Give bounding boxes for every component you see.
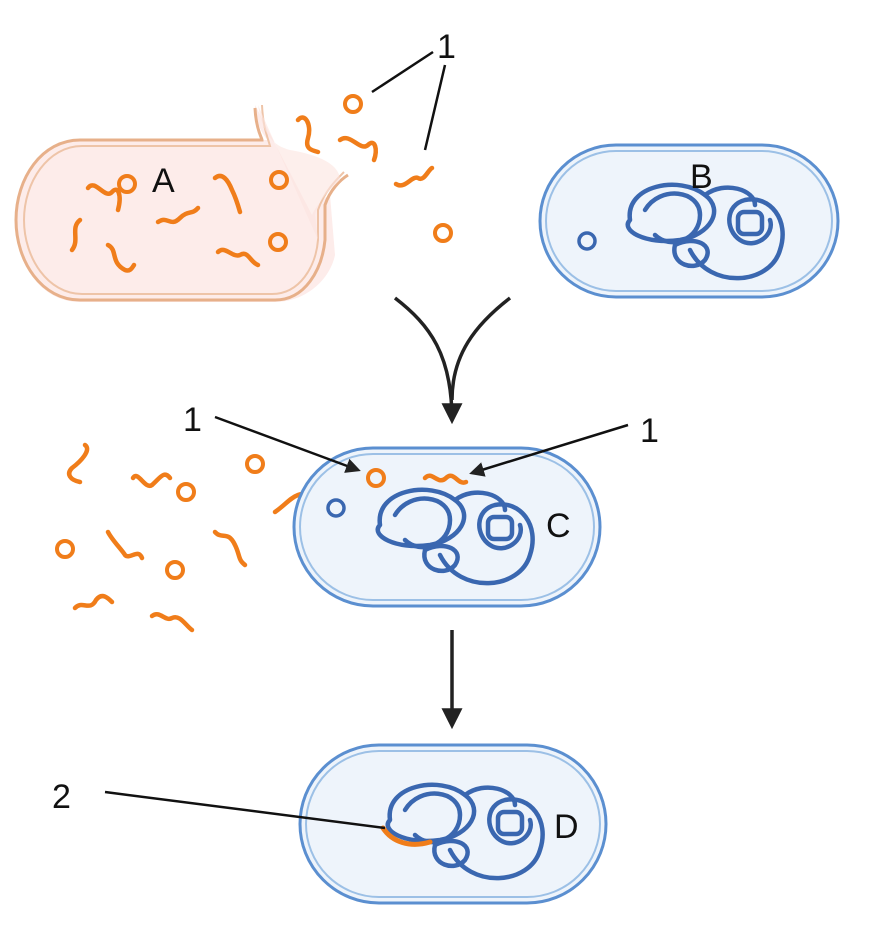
cell-c: C: [292, 446, 602, 608]
plasmid: [268, 232, 288, 252]
marker-1-top: 1: [371, 28, 456, 151]
label-1-left: 1: [183, 401, 202, 439]
cell-d: D: [298, 743, 608, 905]
label-cell-b: B: [690, 158, 713, 196]
cell-b: B: [538, 143, 840, 299]
dna-fragment: [212, 173, 243, 215]
marker-1-right: 1: [469, 412, 659, 477]
plasmid: [326, 498, 346, 518]
label-cell-a: A: [152, 162, 175, 200]
marker-2: 2: [52, 778, 386, 830]
integrated-dna: [380, 825, 433, 847]
label-1-top: 1: [437, 28, 456, 66]
released-dna: [295, 94, 453, 243]
plasmid: [366, 468, 386, 488]
dna-fragment: [69, 217, 83, 253]
marker-1-left: 1: [183, 401, 361, 473]
label-2: 2: [52, 778, 71, 816]
plasmid: [577, 231, 597, 251]
plasmid: [269, 170, 289, 190]
dna-fragment: [215, 247, 261, 268]
label-1-right: 1: [640, 412, 659, 450]
merge-arrow: [393, 296, 512, 425]
cell-a: A: [14, 104, 349, 302]
label-cell-d: D: [554, 808, 579, 846]
dna-fragment: [422, 473, 469, 485]
plasmid: [117, 174, 137, 194]
dna-fragment: [105, 242, 137, 273]
dna-fragment: [155, 205, 201, 225]
label-cell-c: C: [546, 507, 571, 545]
free-dna-cloud: [55, 442, 318, 633]
dna-fragment: [85, 183, 122, 213]
